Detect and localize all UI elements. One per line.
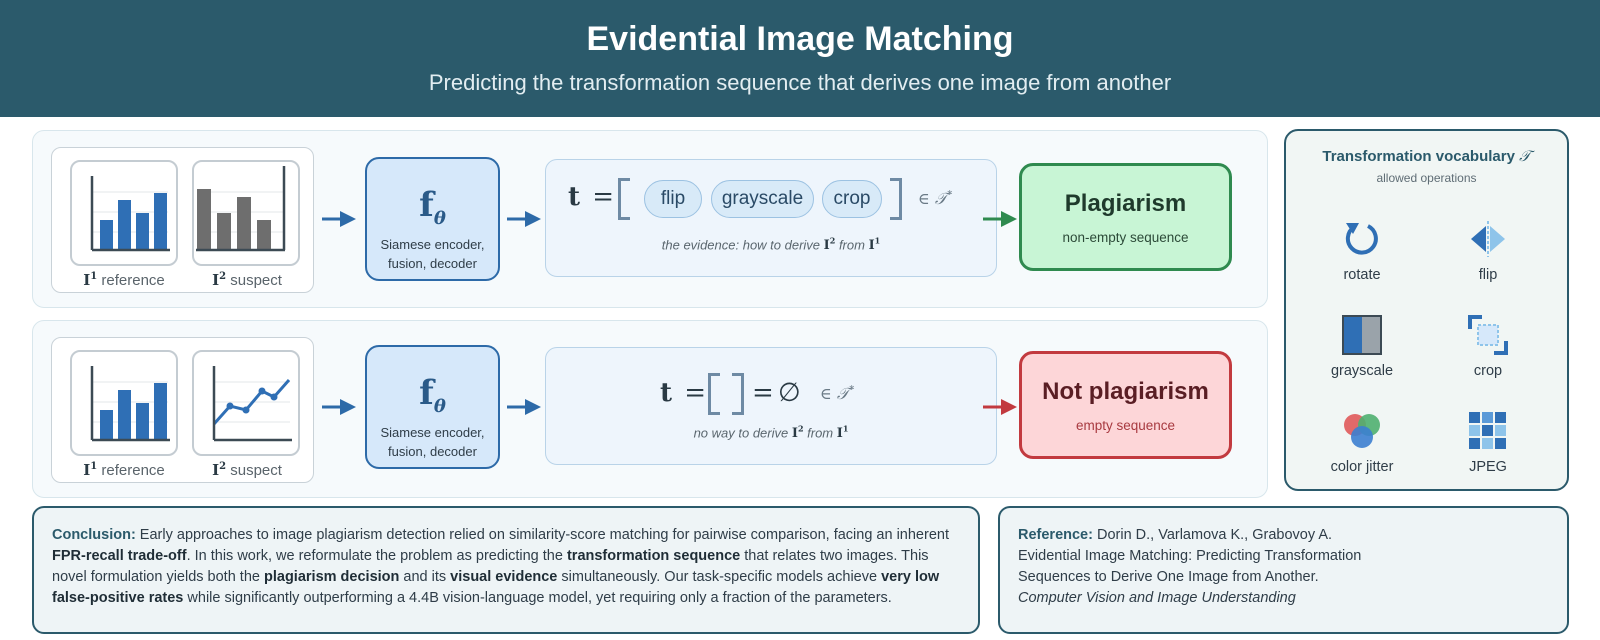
- line-chart-icon: [212, 366, 292, 442]
- left-bracket: [618, 178, 630, 220]
- color-jitter-icon: [1344, 414, 1380, 448]
- image-pair: I1 reference I2 suspect: [51, 337, 314, 483]
- conclusion-box: Conclusion: Early approaches to image pl…: [32, 506, 980, 634]
- reference-title-line-2: Sequences to Derive One Image from Anoth…: [1018, 569, 1319, 585]
- equals-sign: =: [584, 182, 615, 212]
- reference-box: Reference: Dorin D., Varlamova K., Grabo…: [998, 506, 1569, 634]
- siamese-encoder-block: fθ Siamese encoder,fusion, decoder: [365, 157, 500, 281]
- grayscale-icon: [1342, 315, 1382, 355]
- rotate-icon: [1345, 223, 1378, 255]
- arrow-right-icon: [983, 211, 1017, 227]
- sequence-item-crop: crop: [822, 180, 882, 218]
- suspect-image-label: I2 suspect: [212, 271, 282, 289]
- arrow-right-icon: [507, 211, 541, 227]
- flip-icon: [1471, 221, 1505, 257]
- transformation-vocabulary-panel: Transformation vocabulary 𝒯 allowed oper…: [1284, 129, 1569, 491]
- not-plagiarism-decision: Not plagiarism empty sequence: [1019, 351, 1232, 459]
- crop-icon: [1468, 315, 1508, 355]
- vocabulary-subtitle: allowed operations: [1376, 171, 1477, 185]
- image-pair: I1 reference I2 suspect: [51, 147, 314, 293]
- page-subtitle: Predicting the transformation sequence t…: [428, 70, 1172, 95]
- reference-label: Reference:: [1018, 527, 1093, 543]
- jpeg-icon: [1469, 412, 1506, 449]
- reference-image-label: I1 reference: [83, 461, 165, 479]
- equals-sign: =: [676, 378, 707, 408]
- page-title: Evidential Image Matching: [586, 20, 1014, 58]
- bar-chart-icon: [90, 366, 170, 442]
- transformation-sequence-box: t = flip grayscale crop ∈ 𝒯* the evidenc…: [545, 159, 997, 277]
- decision-subtitle: empty sequence: [1075, 418, 1176, 433]
- reference-image-thumbnail: [70, 160, 178, 266]
- vocab-item-crop: crop: [1428, 315, 1548, 379]
- encoder-description: Siamese encoder,fusion, decoder: [380, 237, 485, 271]
- suspect-image-label: I2 suspect: [212, 461, 282, 479]
- right-bracket: [890, 178, 902, 220]
- equals-sign: =: [752, 378, 774, 408]
- sequence-item-flip: flip: [644, 180, 702, 218]
- right-bracket: [732, 373, 744, 415]
- arrow-right-icon: [983, 399, 1017, 415]
- vocabulary-membership: ∈ 𝒯*: [918, 189, 953, 208]
- vocab-item-grayscale: grayscale: [1302, 315, 1422, 379]
- plagiarism-decision: Plagiarism non-empty sequence: [1019, 163, 1232, 271]
- vocab-item-jpeg: JPEG: [1428, 411, 1548, 475]
- encoder-symbol: fθ: [419, 185, 446, 229]
- vocab-item-color-jitter: color jitter: [1302, 411, 1422, 475]
- bar-chart-icon: [90, 176, 170, 252]
- header: Evidential Image Matching Predicting the…: [0, 0, 1600, 117]
- reference-image-label: I1 reference: [83, 271, 165, 289]
- reference-title-line-1: Evidential Image Matching: Predicting Tr…: [1018, 548, 1362, 564]
- suspect-image-thumbnail: [192, 160, 300, 266]
- arrow-right-icon: [322, 399, 356, 415]
- sequence-item-grayscale: grayscale: [711, 180, 814, 218]
- reference-journal: Computer Vision and Image Understanding: [1018, 590, 1296, 606]
- sequence-symbol: t: [568, 182, 581, 212]
- decision-title: Not plagiarism: [1042, 378, 1209, 405]
- siamese-encoder-block: fθ Siamese encoder,fusion, decoder: [365, 345, 500, 469]
- vocab-item-flip: flip: [1428, 219, 1548, 283]
- arrow-right-icon: [507, 399, 541, 415]
- negative-example-panel: I1 reference I2 suspect fθ Siamese encod…: [32, 320, 1268, 498]
- vocab-item-rotate: rotate: [1302, 219, 1422, 283]
- vocabulary-membership: ∈ 𝒯*: [820, 384, 855, 403]
- flipped-grayscale-bar-chart-icon: [196, 166, 286, 252]
- suspect-image-thumbnail: [192, 350, 300, 456]
- empty-set-symbol: ∅: [778, 378, 801, 408]
- sequence-caption: the evidence: how to derive I2 from I1: [661, 236, 881, 254]
- encoder-symbol: fθ: [419, 373, 446, 417]
- positive-example-panel: I1 reference I2 suspect fθ Siamese encod…: [32, 130, 1268, 308]
- empty-sequence-box: t = = ∅ ∈ 𝒯* no way to derive I2 from I1: [545, 347, 997, 465]
- encoder-description: Siamese encoder,fusion, decoder: [380, 425, 485, 459]
- sequence-symbol: t: [660, 378, 673, 408]
- sequence-caption: no way to derive I2 from I1: [693, 424, 849, 442]
- conclusion-label: Conclusion:: [52, 527, 136, 543]
- reference-authors: Dorin D., Varlamova K., Grabovoy A.: [1092, 527, 1333, 543]
- decision-subtitle: non-empty sequence: [1062, 230, 1189, 245]
- decision-title: Plagiarism: [1064, 190, 1187, 217]
- arrow-right-icon: [322, 211, 356, 227]
- reference-image-thumbnail: [70, 350, 178, 456]
- left-bracket: [708, 373, 720, 415]
- vocabulary-title: Transformation vocabulary 𝒯: [1322, 147, 1531, 165]
